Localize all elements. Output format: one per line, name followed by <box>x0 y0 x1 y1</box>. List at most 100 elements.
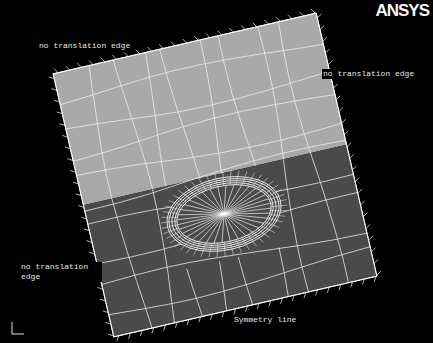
mesh-line <box>119 222 128 252</box>
mesh-line <box>221 286 229 311</box>
hole-mesh <box>161 214 177 221</box>
hole-spoke <box>178 214 225 229</box>
mesh-line <box>139 141 146 166</box>
mesh-line <box>307 256 337 265</box>
mesh-line <box>218 36 225 65</box>
mesh-line <box>97 256 131 265</box>
mesh-line <box>156 137 164 162</box>
mesh-line <box>281 159 289 184</box>
mesh-line <box>213 124 221 149</box>
mesh-line <box>229 52 259 61</box>
mesh-line <box>66 121 101 131</box>
mesh-line <box>278 134 286 159</box>
mesh-line <box>258 26 266 55</box>
mesh-line <box>308 123 343 133</box>
mesh-line <box>190 151 220 160</box>
mesh-line <box>166 155 191 163</box>
hole-mesh <box>165 203 180 213</box>
hole-mesh <box>250 175 263 187</box>
mesh-line <box>146 165 152 190</box>
hole-mesh <box>242 237 249 251</box>
mesh-line <box>343 258 349 282</box>
hole-mesh <box>233 171 242 185</box>
mesh-line <box>220 146 249 154</box>
hole-spoke <box>180 200 224 223</box>
hole-mesh <box>169 234 185 243</box>
hole-ring <box>165 171 283 257</box>
hole-spoke <box>189 193 224 221</box>
mesh-line <box>250 274 280 283</box>
mesh-line <box>277 22 285 52</box>
mesh-line <box>176 106 184 131</box>
hole-mesh <box>257 227 269 240</box>
mesh-line <box>171 65 200 72</box>
mesh-line <box>112 199 119 224</box>
hole-mesh <box>236 239 241 253</box>
mesh-line <box>144 304 152 329</box>
software-logo: ANSYS <box>374 2 430 20</box>
hole-mesh <box>271 200 287 204</box>
mesh-line <box>131 250 160 257</box>
mesh-line <box>148 82 157 112</box>
mesh-line <box>143 302 173 310</box>
mesh-line <box>290 182 319 189</box>
mesh-line <box>194 292 202 317</box>
mesh-line <box>147 187 172 195</box>
mesh-line <box>319 176 328 206</box>
mesh-line <box>265 56 272 85</box>
hole-ring <box>171 176 277 252</box>
mesh-line <box>200 40 207 69</box>
symmetry-note: Symmetry line <box>233 315 297 325</box>
mesh-line <box>232 94 239 119</box>
mesh-line <box>300 92 335 102</box>
mesh-line <box>130 113 155 121</box>
mesh-line <box>160 49 168 79</box>
mesh-line <box>131 117 139 142</box>
hole-mesh <box>248 234 257 248</box>
mesh-line <box>238 257 245 282</box>
hole-mesh <box>198 243 209 257</box>
hole-mesh <box>173 237 188 247</box>
mesh-line <box>250 141 279 148</box>
hole-mesh <box>199 177 206 191</box>
mesh-line <box>157 214 165 244</box>
mesh-line <box>311 139 345 148</box>
mesh-line <box>205 69 213 99</box>
mesh-line <box>155 110 180 117</box>
boundary-note: no translation edge <box>322 69 415 79</box>
hole-spoke <box>218 185 232 214</box>
mesh-line <box>279 133 308 141</box>
mesh-line <box>323 192 357 200</box>
mesh-line <box>127 251 136 281</box>
mesh-line <box>225 65 233 94</box>
hole-ring <box>169 173 280 254</box>
hole-mesh <box>191 180 200 194</box>
mesh-line <box>238 90 268 98</box>
hole-spoke <box>202 188 224 217</box>
hole-spoke <box>222 194 268 213</box>
mesh-line <box>166 273 174 298</box>
hole-mesh <box>184 241 197 253</box>
hole-mesh <box>260 181 275 191</box>
hole-ring <box>159 166 288 262</box>
mesh-line <box>144 53 153 83</box>
hole-spoke <box>218 187 224 214</box>
mesh-line <box>60 95 95 105</box>
mesh-line <box>136 280 144 305</box>
plate-outline <box>53 13 377 337</box>
mesh-line <box>109 307 144 317</box>
mesh-line <box>328 205 337 235</box>
mesh-line <box>152 112 160 137</box>
hole-mesh <box>271 207 287 214</box>
mesh-line <box>93 85 123 94</box>
hole-mesh <box>269 194 285 199</box>
mesh-line <box>106 174 112 198</box>
mesh-line <box>161 243 170 273</box>
hole-mesh <box>227 171 234 185</box>
hole-spoke <box>216 214 230 243</box>
hole-mesh <box>230 241 233 255</box>
mesh-line <box>218 261 225 286</box>
mesh-line <box>224 161 254 169</box>
mesh-line <box>122 88 131 118</box>
mesh-line <box>160 162 167 187</box>
